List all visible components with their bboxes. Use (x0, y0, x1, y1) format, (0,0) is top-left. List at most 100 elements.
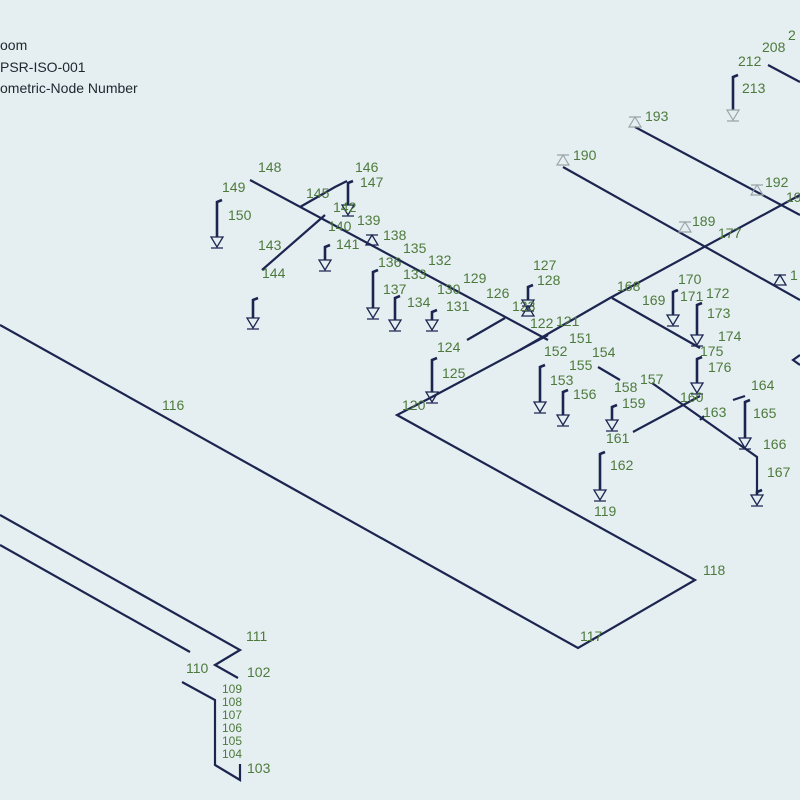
pipe-drop[interactable] (430, 308, 438, 320)
pipe-drop[interactable] (346, 179, 354, 205)
node-label-129[interactable]: 129 (463, 270, 487, 286)
pipe-163[interactable] (699, 415, 705, 421)
node-label-159[interactable]: 159 (622, 395, 646, 411)
node-label-163[interactable]: 163 (703, 404, 727, 420)
node-label-119[interactable]: 119 (594, 503, 617, 519)
node-label-131[interactable]: 131 (446, 298, 470, 314)
node-label-108[interactable]: 108 (222, 695, 242, 709)
node-label-172[interactable]: 172 (706, 285, 730, 301)
node-label-130[interactable]: 130 (437, 281, 461, 297)
pipe-drop[interactable] (371, 268, 379, 308)
node-label-192[interactable]: 192 (765, 174, 789, 190)
node-label-121[interactable]: 121 (556, 313, 580, 329)
node-label-127[interactable]: 127 (533, 257, 557, 273)
node-label-134[interactable]: 134 (407, 294, 431, 310)
node-label-104[interactable]: 104 (222, 747, 242, 761)
node-label-158[interactable]: 158 (614, 379, 638, 395)
pipe-riser-103[interactable] (181, 681, 242, 782)
node-label-149[interactable]: 149 (222, 179, 246, 195)
pipe-111[interactable] (0, 514, 243, 679)
node-label-103[interactable]: 103 (247, 760, 271, 776)
pipe-145[interactable] (299, 180, 348, 208)
pipe-drop[interactable] (695, 301, 703, 335)
node-label-176[interactable]: 176 (708, 359, 732, 375)
node-label-162[interactable]: 162 (610, 457, 634, 473)
pipe-drop[interactable] (393, 294, 401, 320)
pipe-110[interactable] (0, 544, 191, 653)
node-label-174[interactable]: 174 (718, 328, 742, 344)
node-label-164[interactable]: 164 (751, 377, 775, 393)
node-label-167[interactable]: 167 (767, 464, 791, 480)
pipe-drop[interactable] (323, 243, 331, 260)
node-label-193[interactable]: 193 (645, 108, 669, 124)
node-label-105[interactable]: 105 (222, 734, 242, 748)
node-label-122[interactable]: 122 (530, 315, 554, 331)
pipe-212[interactable] (767, 64, 800, 83)
node-label-213[interactable]: 213 (742, 80, 766, 96)
node-label-140[interactable]: 140 (328, 218, 352, 234)
node-label-120[interactable]: 120 (402, 397, 426, 413)
node-label-110[interactable]: 110 (186, 660, 209, 676)
node-label-152[interactable]: 152 (544, 343, 568, 359)
pipe-drop[interactable] (538, 363, 546, 402)
node-label-109[interactable]: 109 (222, 682, 242, 696)
pipe-drop[interactable] (561, 388, 569, 415)
node-label-141[interactable]: 141 (336, 236, 360, 252)
node-label-117[interactable]: 117 (580, 628, 603, 644)
pipe-161[interactable] (632, 395, 701, 433)
pipe-drop[interactable] (743, 398, 751, 438)
pipe-193[interactable] (634, 126, 800, 216)
node-label-126[interactable]: 126 (486, 285, 510, 301)
node-label-2[interactable]: 2 (788, 27, 796, 43)
pipe-drop[interactable] (731, 73, 739, 110)
pipe-drop[interactable] (755, 488, 763, 495)
node-label-143[interactable]: 143 (258, 237, 282, 253)
node-label-137[interactable]: 137 (383, 281, 407, 297)
node-label-146[interactable]: 146 (355, 159, 379, 175)
node-label-170[interactable]: 170 (678, 271, 702, 287)
node-label-111[interactable]: 111 (246, 628, 267, 644)
node-label-1[interactable]: 1 (790, 267, 798, 283)
node-label-106[interactable]: 106 (222, 721, 242, 735)
pipe-drop[interactable] (526, 283, 534, 300)
pipe-drop[interactable] (430, 356, 438, 392)
pipe-190[interactable] (562, 166, 800, 301)
pipe-stub-164[interactable] (732, 394, 746, 402)
pipe-drop[interactable] (598, 450, 606, 490)
pipe-159-167[interactable] (651, 382, 759, 495)
node-label-175[interactable]: 175 (700, 343, 724, 359)
pipe-drop[interactable] (695, 355, 703, 383)
node-label-166[interactable]: 166 (763, 436, 787, 452)
node-label-171[interactable]: 171 (680, 288, 704, 304)
node-label-160[interactable]: 160 (680, 389, 704, 405)
node-label-148[interactable]: 148 (258, 159, 282, 175)
node-label-132[interactable]: 132 (428, 252, 452, 268)
node-label-118[interactable]: 118 (703, 562, 726, 578)
node-label-212[interactable]: 212 (738, 53, 762, 69)
pipe-drop[interactable] (671, 288, 679, 315)
node-label-191[interactable]: 191 (786, 189, 800, 205)
node-label-155[interactable]: 155 (569, 357, 593, 373)
node-label-189[interactable]: 189 (692, 213, 716, 229)
node-label-173[interactable]: 173 (707, 305, 731, 321)
node-label-147[interactable]: 147 (360, 174, 384, 190)
pipe-151-177[interactable] (519, 194, 800, 351)
node-label-135[interactable]: 135 (403, 240, 427, 256)
node-label-154[interactable]: 154 (592, 344, 616, 360)
node-label-150[interactable]: 150 (228, 207, 252, 223)
node-label-208[interactable]: 208 (762, 39, 786, 55)
node-label-139[interactable]: 139 (357, 212, 381, 228)
node-label-116[interactable]: 116 (162, 397, 185, 413)
node-label-133[interactable]: 133 (403, 266, 427, 282)
node-label-145[interactable]: 145 (306, 185, 330, 201)
node-label-138[interactable]: 138 (383, 227, 407, 243)
pipe-168-175[interactable] (611, 297, 701, 349)
node-label-168[interactable]: 168 (617, 278, 641, 294)
node-label-102[interactable]: 102 (247, 664, 271, 680)
node-label-151[interactable]: 151 (569, 330, 593, 346)
node-label-153[interactable]: 153 (550, 372, 574, 388)
node-label-124[interactable]: 124 (437, 339, 461, 355)
node-label-161[interactable]: 161 (606, 430, 630, 446)
pipe-drop[interactable] (215, 198, 223, 237)
